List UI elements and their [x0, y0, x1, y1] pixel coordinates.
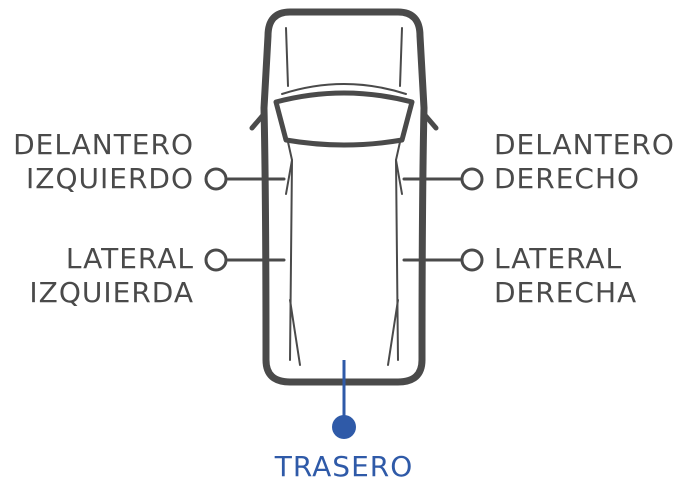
label-rear-line1: TRASERO [274, 450, 414, 483]
door-line-right [395, 159, 403, 195]
left-mirror [249, 111, 267, 131]
marker-side-right[interactable] [460, 248, 484, 272]
label-side-left: LATERAL IZQUIERDA [29, 242, 194, 310]
label-side-right-line1: LATERAL [494, 242, 623, 275]
marker-side-left[interactable] [204, 248, 228, 272]
label-front-left: DELANTERO IZQUIERDO [13, 128, 194, 196]
rear-window-left [289, 299, 301, 366]
right-mirror [421, 111, 439, 131]
windshield [273, 90, 415, 148]
label-front-left-line1: DELANTERO [13, 128, 194, 161]
hood-curve [281, 83, 407, 95]
marker-rear[interactable] [332, 415, 356, 439]
marker-front-left[interactable] [204, 167, 228, 191]
label-side-left-line2: IZQUIERDA [29, 276, 194, 309]
marker-front-right[interactable] [460, 167, 484, 191]
label-front-right-line2: DERECHO [494, 162, 641, 195]
hood-line-right [399, 27, 403, 87]
rear-window-right [387, 299, 399, 366]
label-rear: TRASERO [244, 450, 444, 484]
door-line-left [285, 159, 293, 195]
label-side-right-line2: DERECHA [494, 276, 638, 309]
label-side-right: LATERAL DERECHA [494, 242, 637, 310]
hood-line-left [285, 27, 289, 87]
label-side-left-line1: LATERAL [65, 242, 194, 275]
label-front-right-line1: DELANTERO [494, 128, 675, 161]
label-front-left-line2: IZQUIERDO [26, 162, 194, 195]
label-front-right: DELANTERO DERECHO [494, 128, 675, 196]
